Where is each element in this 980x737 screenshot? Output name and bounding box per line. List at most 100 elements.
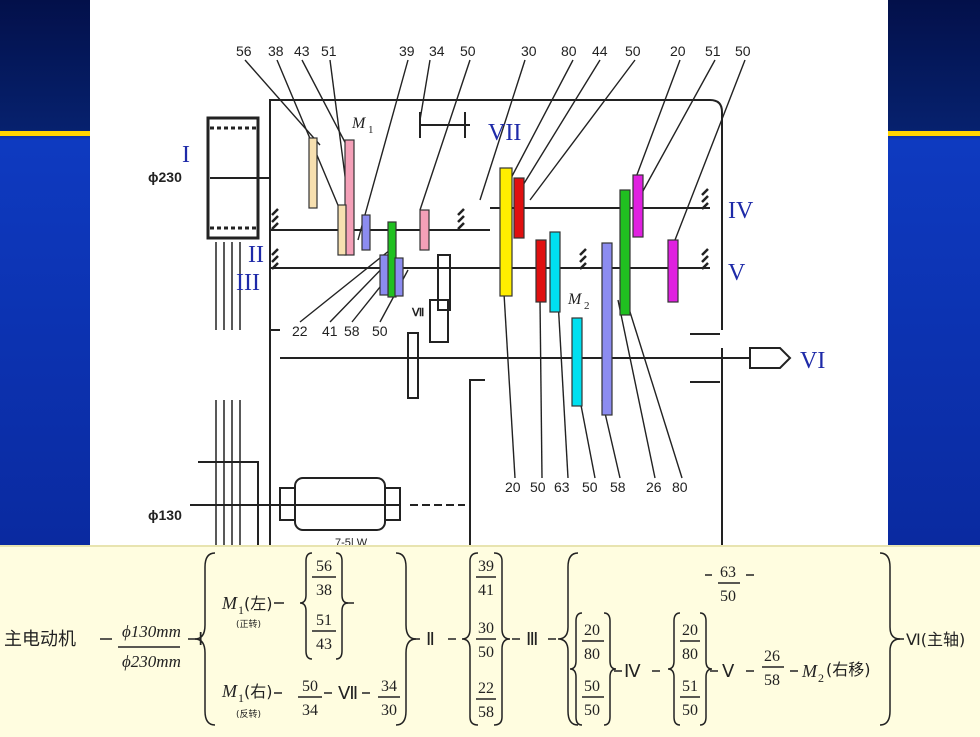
formula-pulley-den: ϕ230mm (122, 652, 181, 671)
spindle-tip (749, 347, 792, 369)
svg-text:22: 22 (478, 680, 494, 697)
formula-shaft-II: Ⅱ (426, 629, 435, 649)
left-blue-band (0, 0, 90, 545)
formula-motor: 主电动机 (4, 629, 76, 650)
svg-text:30: 30 (381, 702, 397, 719)
svg-text:1: 1 (238, 691, 244, 705)
svg-text:41: 41 (322, 323, 338, 339)
bottom-left-gear-labels: 22 41 58 50 (292, 323, 388, 339)
housing-lower-inner (469, 379, 485, 548)
svg-text:63: 63 (554, 479, 570, 495)
shaft-label-V: V (728, 260, 746, 286)
transmission-diagram: 56 38 43 51 39 34 50 30 80 44 50 20 51 5… (90, 0, 888, 548)
svg-text:34: 34 (381, 678, 397, 695)
svg-text:58: 58 (610, 479, 626, 495)
svg-text:51: 51 (682, 678, 698, 695)
shaft-label-III: III (236, 270, 260, 296)
cut-label: 7-5| W (335, 537, 368, 548)
shaft-label-I: I (182, 142, 190, 168)
svg-text:51: 51 (316, 612, 332, 629)
svg-text:43: 43 (316, 636, 332, 653)
svg-text:2: 2 (584, 300, 590, 312)
svg-text:50: 50 (720, 588, 736, 605)
formula-spindle: Ⅵ(主轴) (906, 630, 965, 649)
bearing-marks (271, 188, 709, 270)
svg-text:50: 50 (584, 702, 600, 719)
svg-text:2: 2 (818, 671, 824, 685)
svg-text:80: 80 (672, 479, 688, 495)
shaft-label-II: II (248, 242, 264, 268)
svg-text:56: 56 (316, 558, 332, 575)
svg-text:50: 50 (582, 479, 598, 495)
gear-set (308, 137, 679, 416)
svg-text:30: 30 (521, 43, 537, 59)
svg-text:(正转): (正转) (236, 618, 261, 630)
pulley-230-label: ϕ230 (148, 169, 182, 185)
svg-text:34: 34 (429, 43, 445, 59)
svg-text:43: 43 (294, 43, 310, 59)
svg-text:1: 1 (238, 603, 244, 617)
svg-text:39: 39 (399, 43, 415, 59)
svg-text:80: 80 (584, 646, 600, 663)
shaft-label-VII: VII (488, 120, 521, 146)
svg-text:50: 50 (625, 43, 641, 59)
formula-shaft-IV: Ⅳ (624, 661, 641, 681)
svg-text:80: 80 (561, 43, 577, 59)
svg-text:34: 34 (302, 702, 318, 719)
belt-lines (215, 242, 241, 330)
label-56: 56 (236, 43, 252, 59)
formula-shaft-I: Ⅰ (198, 629, 203, 649)
svg-text:50: 50 (530, 479, 546, 495)
svg-text:50: 50 (460, 43, 476, 59)
svg-text:20: 20 (584, 622, 600, 639)
svg-text:20: 20 (682, 622, 698, 639)
svg-text:44: 44 (592, 43, 608, 59)
formula-m2: M (801, 661, 818, 681)
svg-text:(反转): (反转) (236, 708, 261, 720)
svg-text:(右移): (右移) (826, 660, 871, 679)
shaft-label-IV: IV (728, 198, 754, 224)
svg-text:50: 50 (372, 323, 388, 339)
left-yellow-rule (0, 131, 90, 136)
svg-text:58: 58 (764, 672, 780, 689)
formula-shaft-V: Ⅴ (722, 661, 735, 681)
svg-text:63: 63 (720, 564, 736, 581)
formula-drawing: 主电动机 ϕ130mm ϕ230mm Ⅰ M 1 (左) (正转) M 1 (右… (4, 552, 965, 726)
svg-text:50: 50 (735, 43, 751, 59)
gear-vi-left (407, 332, 419, 399)
svg-text:M: M (221, 593, 238, 613)
svg-text:58: 58 (478, 704, 494, 721)
svg-text:22: 22 (292, 323, 308, 339)
formula-left: (左) (244, 594, 273, 613)
clutch-M1-label: M (351, 115, 367, 132)
formula-shaft-III: Ⅲ (526, 629, 538, 649)
svg-text:51: 51 (705, 43, 721, 59)
formula-braces (100, 552, 904, 726)
shaft-label-VI: VI (800, 348, 825, 374)
pulley-130-label: ϕ130 (148, 507, 182, 523)
right-blue-band (888, 0, 980, 545)
svg-text:1: 1 (368, 124, 374, 136)
shaft-label-VII-small: Ⅶ (411, 307, 424, 319)
transmission-formula: 主电动机 ϕ130mm ϕ230mm Ⅰ M 1 (左) (正转) M 1 (右… (0, 545, 980, 737)
big-pulley-body (206, 116, 260, 240)
svg-text:20: 20 (670, 43, 686, 59)
small-pulley (198, 461, 259, 548)
svg-text:39: 39 (478, 558, 494, 575)
svg-text:50: 50 (478, 644, 494, 661)
svg-text:58: 58 (344, 323, 360, 339)
svg-text:50: 50 (584, 678, 600, 695)
gearbox-drawing: 56 38 43 51 39 34 50 30 80 44 50 20 51 5… (148, 43, 825, 548)
clutch-M2-label: M (567, 291, 583, 308)
svg-text:26: 26 (764, 648, 780, 665)
svg-text:50: 50 (302, 678, 318, 695)
svg-text:50: 50 (682, 702, 698, 719)
right-yellow-rule (888, 131, 980, 136)
top-gear-labels: 56 38 43 51 39 34 50 30 80 44 50 20 51 5… (236, 43, 751, 59)
svg-text:80: 80 (682, 646, 698, 663)
svg-text:M: M (221, 681, 238, 701)
svg-text:38: 38 (316, 582, 332, 599)
bottom-right-gear-labels: 20 50 63 50 58 26 80 (505, 479, 688, 495)
svg-text:51: 51 (321, 43, 337, 59)
